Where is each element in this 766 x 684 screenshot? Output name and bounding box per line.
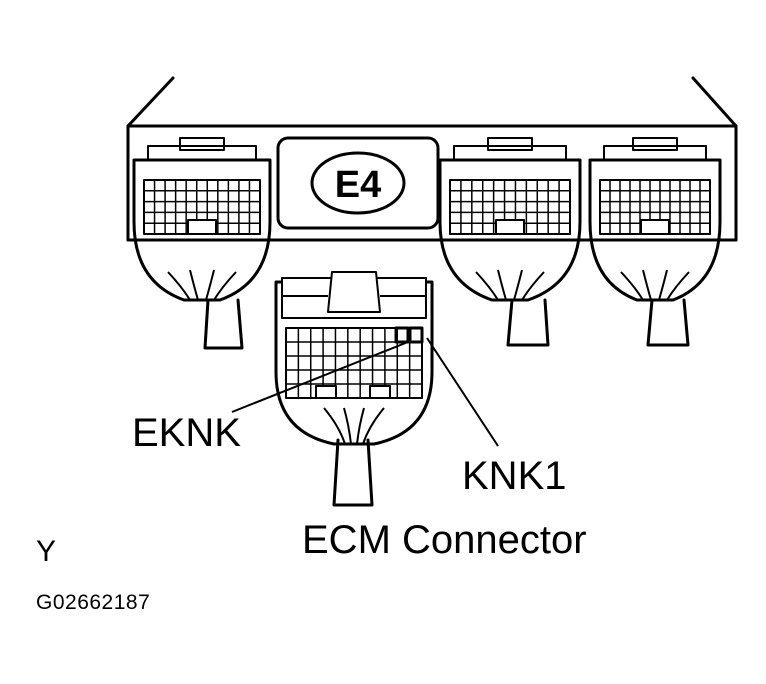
cable bbox=[332, 438, 374, 507]
wire bbox=[167, 271, 191, 301]
connector-bell bbox=[438, 158, 582, 302]
latch-tab bbox=[487, 137, 533, 151]
ecm-connector-plug bbox=[274, 271, 434, 507]
latch-tab bbox=[179, 137, 225, 151]
cable bbox=[203, 298, 244, 350]
wire bbox=[521, 271, 545, 301]
eknk-terminal bbox=[394, 326, 410, 344]
pin-grid bbox=[599, 179, 711, 235]
wire bbox=[513, 269, 523, 301]
wire bbox=[213, 271, 237, 301]
key-notch bbox=[640, 219, 670, 235]
eknk-leader-line bbox=[231, 341, 409, 413]
plug-body bbox=[274, 280, 434, 446]
key-notch bbox=[315, 385, 337, 399]
key-notch bbox=[369, 385, 391, 399]
wire bbox=[189, 269, 199, 301]
latch bbox=[453, 145, 567, 161]
corner-letter: Y bbox=[36, 535, 57, 568]
wire bbox=[497, 269, 507, 301]
wire bbox=[356, 407, 365, 445]
wire bbox=[205, 269, 215, 301]
wire bbox=[642, 269, 652, 301]
key-notch bbox=[187, 219, 217, 235]
wire bbox=[620, 271, 644, 301]
knk1-terminal bbox=[408, 326, 424, 344]
wire bbox=[666, 271, 690, 301]
cable bbox=[506, 298, 550, 347]
wire bbox=[362, 407, 385, 445]
latch bbox=[603, 145, 707, 161]
upper-connector-left bbox=[132, 137, 272, 350]
upper-connector-right bbox=[588, 137, 722, 347]
lock-lever bbox=[327, 271, 381, 313]
ecm-housing bbox=[126, 76, 738, 242]
connector-bell bbox=[132, 158, 272, 302]
latch bbox=[147, 145, 257, 161]
key-notch bbox=[495, 219, 525, 235]
connector-bell bbox=[588, 158, 722, 302]
e4-label: E4 bbox=[335, 164, 381, 206]
upper-connector-middle bbox=[438, 137, 582, 347]
ecm-connector-caption: ECM Connector bbox=[302, 518, 587, 562]
eknk-label: EKNK bbox=[132, 411, 241, 455]
knk1-leader-line bbox=[426, 337, 499, 447]
cable bbox=[646, 298, 690, 347]
e4-label-box: E4 bbox=[276, 136, 440, 230]
knk1-label: KNK1 bbox=[462, 454, 567, 498]
wire bbox=[475, 271, 499, 301]
latch-tab bbox=[632, 137, 678, 151]
wire bbox=[323, 407, 346, 445]
wire bbox=[343, 407, 352, 445]
figure-code: G02662187 bbox=[36, 591, 151, 614]
wire bbox=[658, 269, 668, 301]
